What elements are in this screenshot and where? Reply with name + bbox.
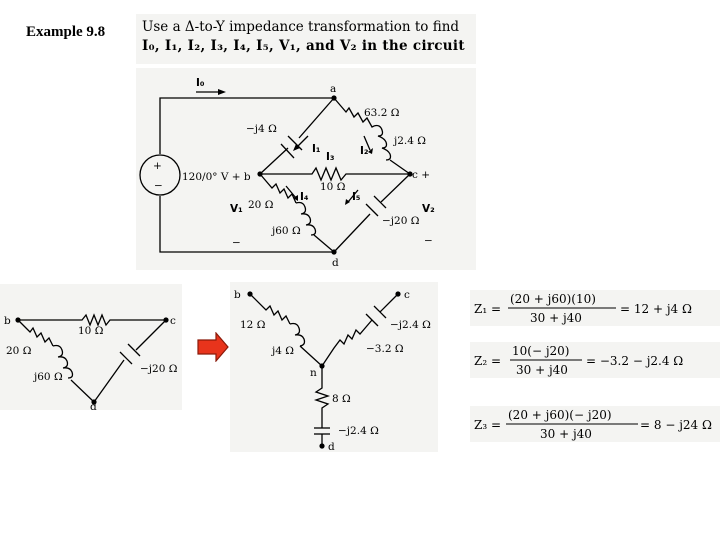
problem-statement: Use a Δ-to-Y impedance transformation to… bbox=[136, 14, 476, 64]
wye-label-minus-3-2-ohm: −3.2 Ω bbox=[366, 343, 404, 355]
delta-node-d: d bbox=[90, 401, 97, 410]
problem-line-2: I₀, I₁, I₂, I₃, I₄, I₅, V₁, and V₂ in th… bbox=[142, 38, 465, 54]
wye-node-b: b bbox=[234, 289, 241, 301]
transform-arrow-shape bbox=[197, 332, 229, 362]
eq1-rhs: = 12 + j4 Ω bbox=[620, 302, 692, 316]
eq2-lhs: Z₂ = bbox=[474, 354, 501, 368]
delta-label-minus-j20-ohm: −j20 Ω bbox=[140, 363, 178, 375]
label-j2-4-ohm: j2.4 Ω bbox=[392, 135, 426, 147]
label-i3: I₃ bbox=[326, 151, 335, 163]
eq2-numerator: 10(− j20) bbox=[512, 344, 570, 358]
label-63-2-ohm: 63.2 Ω bbox=[364, 107, 400, 119]
label-10-ohm: 10 Ω bbox=[320, 181, 346, 193]
label-v2: V₂ bbox=[422, 203, 435, 215]
wye-network-diagram: b c 12 Ω −j2.4 Ω j4 Ω −3.2 Ω n 8 Ω −j2.4… bbox=[230, 282, 438, 452]
eq3-denominator: 30 + j40 bbox=[540, 427, 592, 441]
delta-network-diagram: b c 10 Ω 20 Ω j60 Ω −j20 Ω d bbox=[0, 284, 182, 410]
source-minus: − bbox=[154, 180, 163, 192]
node-d-label: d bbox=[332, 257, 339, 269]
eq3-numerator: (20 + j60)(− j20) bbox=[508, 408, 612, 422]
eq2-denominator: 30 + j40 bbox=[516, 363, 568, 377]
delta-label-20-ohm: 20 Ω bbox=[6, 345, 32, 357]
original-circuit-diagram: + − I₀ a 63.2 Ω −j4 Ω j2.4 Ω I₁ I₂ I₃ 12… bbox=[136, 68, 476, 270]
label-minus-j4-ohm: −j4 Ω bbox=[246, 123, 277, 135]
eq1-lhs: Z₁ = bbox=[474, 302, 501, 316]
wye-node-n: n bbox=[310, 367, 317, 379]
source-voltage-label: 120/0° V + b bbox=[182, 171, 251, 183]
wye-label-minus-j2-4-ohm: −j2.4 Ω bbox=[390, 319, 431, 331]
eq3-lhs: Z₃ = bbox=[474, 418, 501, 432]
delta-label-10-ohm: 10 Ω bbox=[78, 325, 104, 337]
node-c-label: c + bbox=[412, 169, 430, 181]
eq3-rhs: = 8 − j24 Ω bbox=[640, 418, 712, 432]
label-i0: I₀ bbox=[196, 77, 205, 89]
equation-z3: Z₃ = (20 + j60)(− j20) 30 + j40 = 8 − j2… bbox=[470, 406, 720, 442]
source-plus: + bbox=[153, 160, 162, 172]
wye-label-j4-ohm: j4 Ω bbox=[270, 345, 294, 357]
delta-node-c: c bbox=[170, 315, 176, 327]
wye-node-d: d bbox=[328, 441, 335, 452]
wye-label-minus-j2-4b-ohm: −j2.4 Ω bbox=[338, 425, 379, 437]
transform-arrow-icon bbox=[197, 332, 229, 362]
eq2-rhs: = −3.2 − j2.4 Ω bbox=[586, 354, 683, 368]
label-j60-ohm: j60 Ω bbox=[270, 225, 301, 237]
delta-label-j60-ohm: j60 Ω bbox=[32, 371, 63, 383]
example-title: Example 9.8 bbox=[26, 24, 106, 40]
wye-label-12-ohm: 12 Ω bbox=[240, 319, 266, 331]
eq1-numerator: (20 + j60)(10) bbox=[510, 292, 596, 306]
label-i5: I₅ bbox=[352, 191, 361, 203]
label-i1: I₁ bbox=[312, 143, 321, 155]
v2-minus: − bbox=[424, 235, 433, 247]
equation-z2: Z₂ = 10(− j20) 30 + j40 = −3.2 − j2.4 Ω bbox=[470, 342, 720, 378]
wye-node-c: c bbox=[404, 289, 410, 301]
label-minus-j20-ohm: −j20 Ω bbox=[382, 215, 420, 227]
label-i4: I₄ bbox=[300, 191, 309, 203]
wye-label-8-ohm: 8 Ω bbox=[332, 393, 351, 405]
node-a-label: a bbox=[330, 83, 336, 95]
delta-node-b: b bbox=[4, 315, 11, 327]
label-i2: I₂ bbox=[360, 145, 369, 157]
label-v1: V₁ bbox=[230, 203, 243, 215]
eq1-denominator: 30 + j40 bbox=[530, 311, 582, 325]
v1-minus: − bbox=[232, 237, 241, 249]
problem-line-1: Use a Δ-to-Y impedance transformation to… bbox=[142, 19, 460, 35]
label-20-ohm: 20 Ω bbox=[248, 199, 274, 211]
equation-z1: Z₁ = (20 + j60)(10) 30 + j40 = 12 + j4 Ω bbox=[470, 290, 720, 326]
